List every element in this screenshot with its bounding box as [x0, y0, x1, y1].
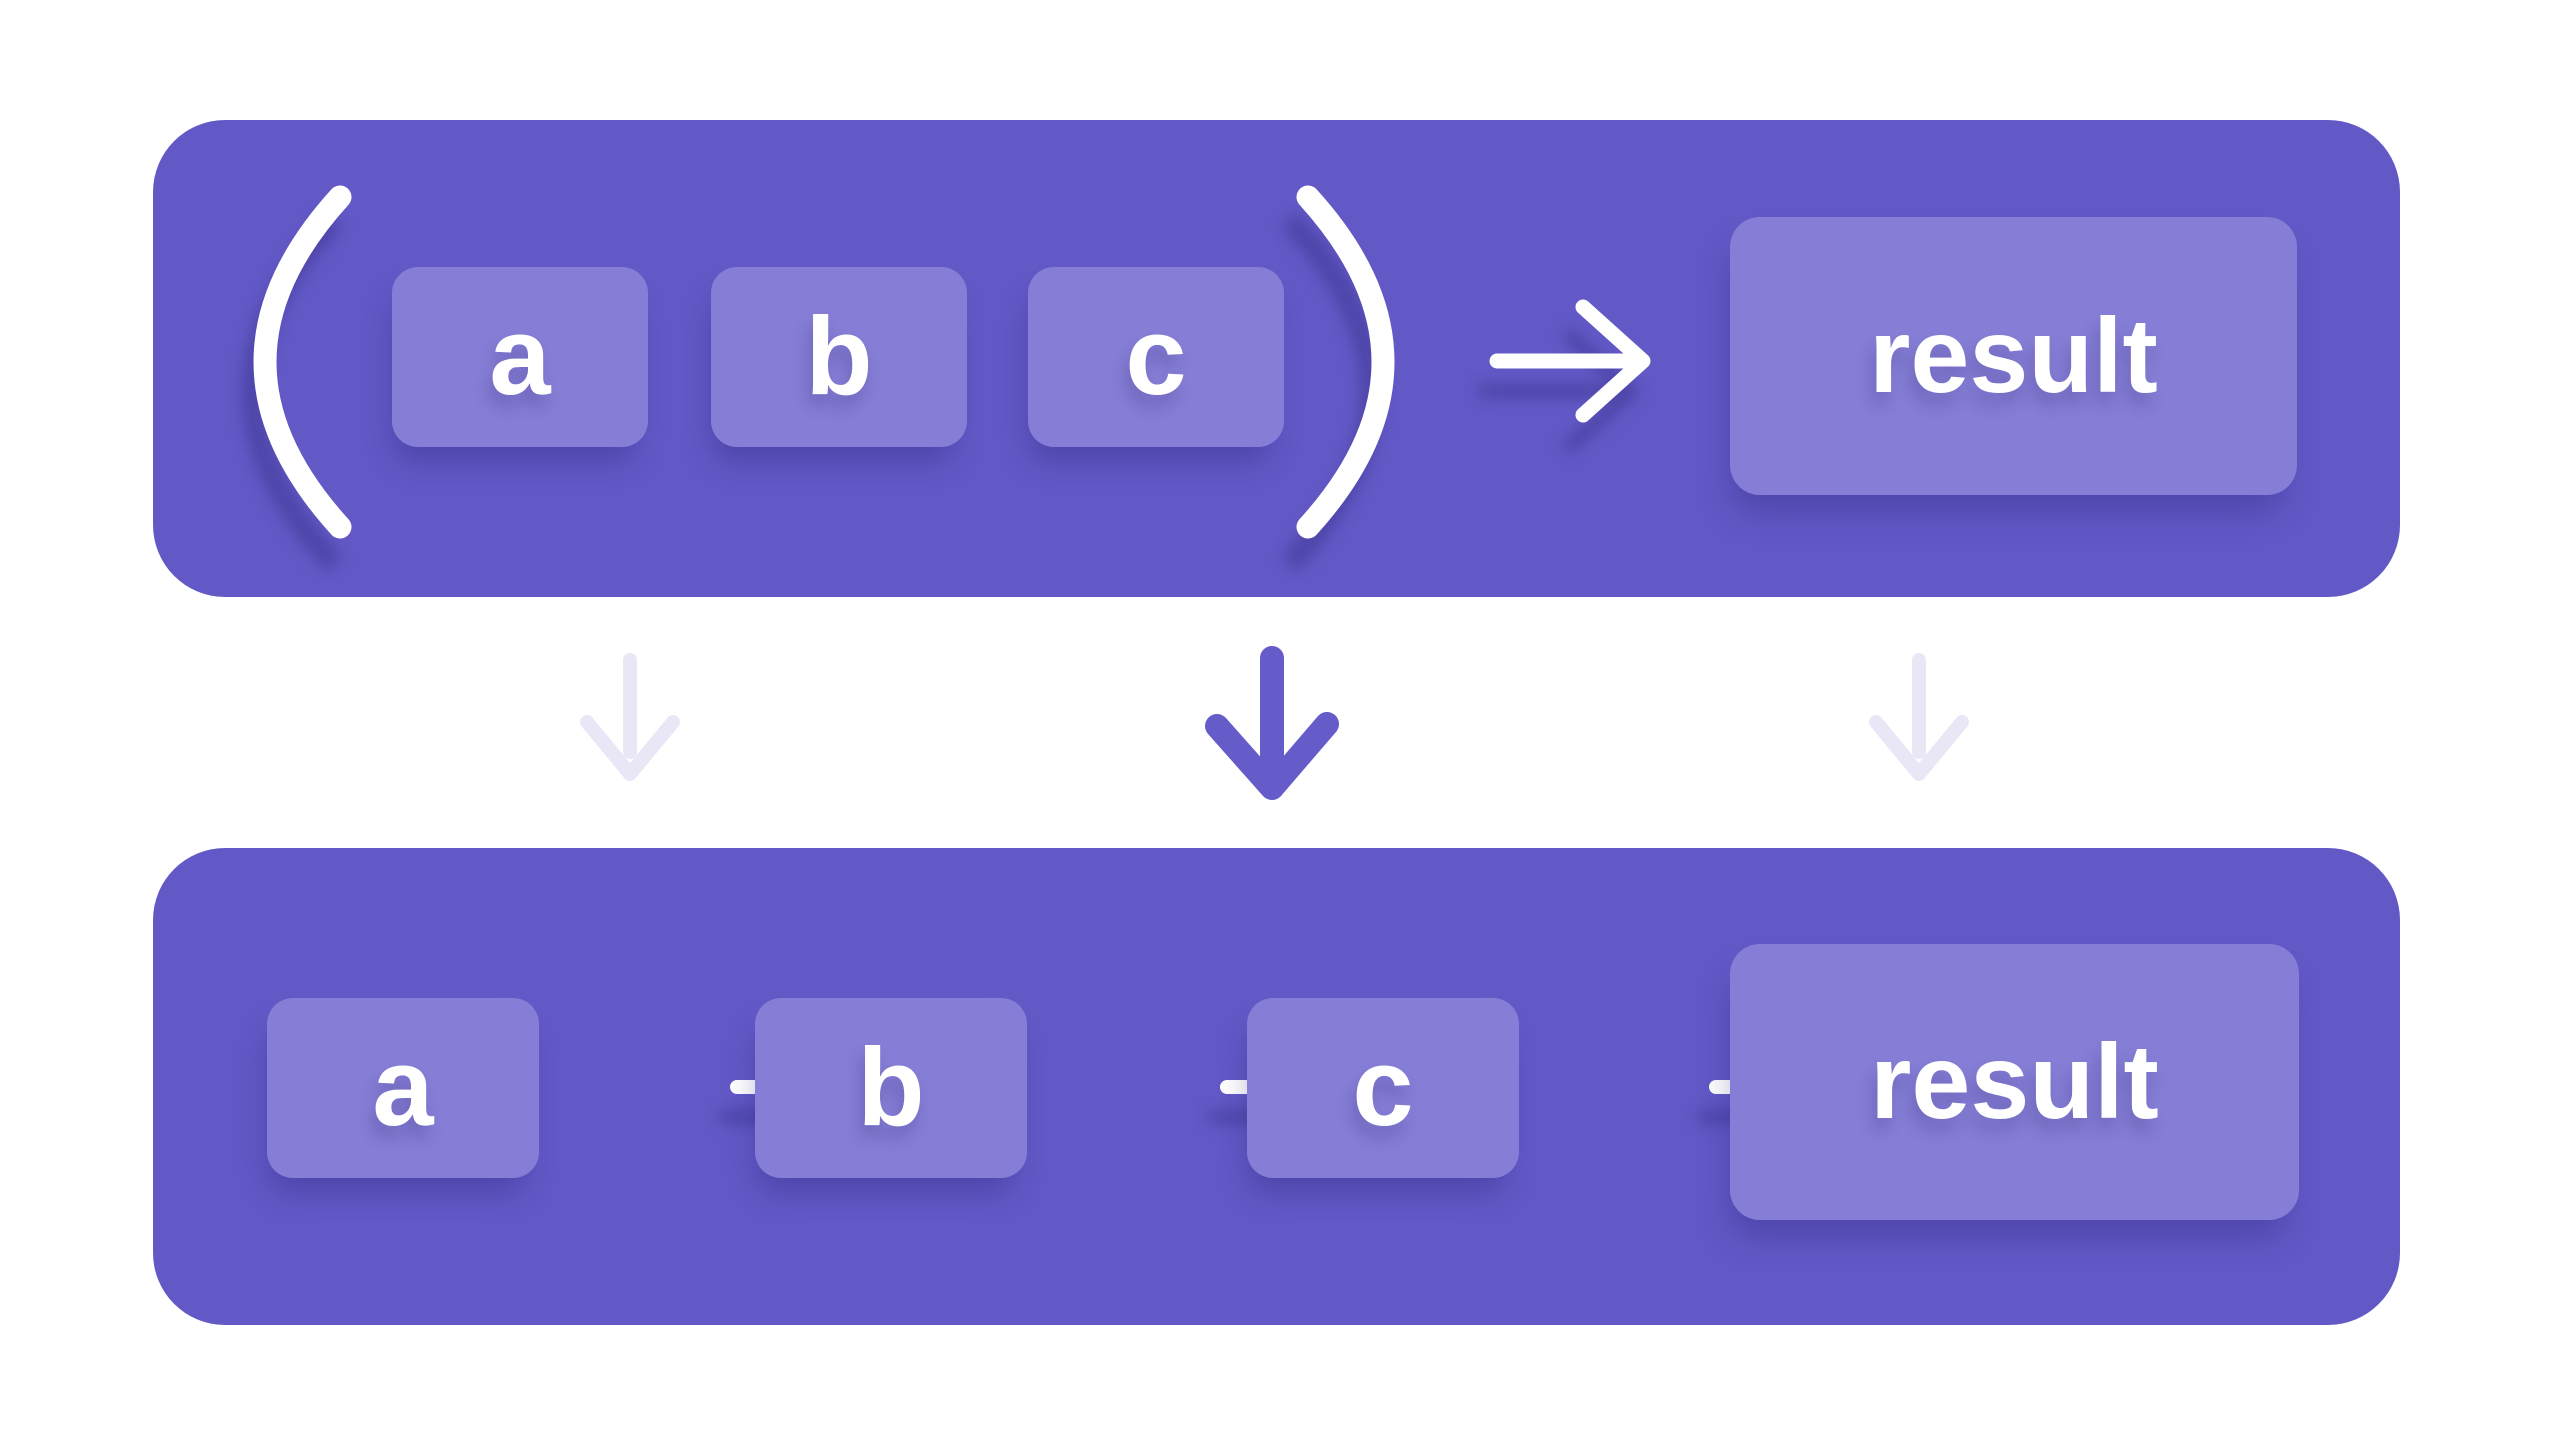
down-arrow-icon-right — [1869, 653, 1969, 781]
close-paren-icon — [1296, 185, 1395, 539]
right-arrow-icon — [1489, 299, 1651, 423]
arg-box-c: c — [1028, 267, 1284, 447]
arg-label-b: b — [805, 295, 873, 418]
arg-label-a: a — [489, 295, 551, 418]
step-label-a: a — [372, 1026, 434, 1149]
step-label-c: c — [1352, 1026, 1414, 1149]
arg-box-b: b — [711, 267, 967, 447]
down-arrow-icon-center — [1205, 646, 1339, 800]
down-arrow-icon-left — [580, 653, 680, 781]
step-box-b: b — [755, 998, 1027, 1178]
tuple-call-panel: a b c result — [153, 120, 2400, 597]
open-paren-icon — [253, 185, 352, 539]
result-box-top: result — [1730, 217, 2297, 495]
step-box-c: c — [1247, 998, 1519, 1178]
step-label-b: b — [857, 1026, 925, 1149]
arg-box-a: a — [392, 267, 648, 447]
result-box-bottom: result — [1730, 944, 2299, 1220]
result-label-top: result — [1869, 297, 2158, 415]
result-label-bottom: result — [1870, 1023, 2159, 1141]
arg-label-c: c — [1125, 295, 1187, 418]
step-box-a: a — [267, 998, 539, 1178]
curried-chain-panel: a b c result — [153, 848, 2400, 1325]
